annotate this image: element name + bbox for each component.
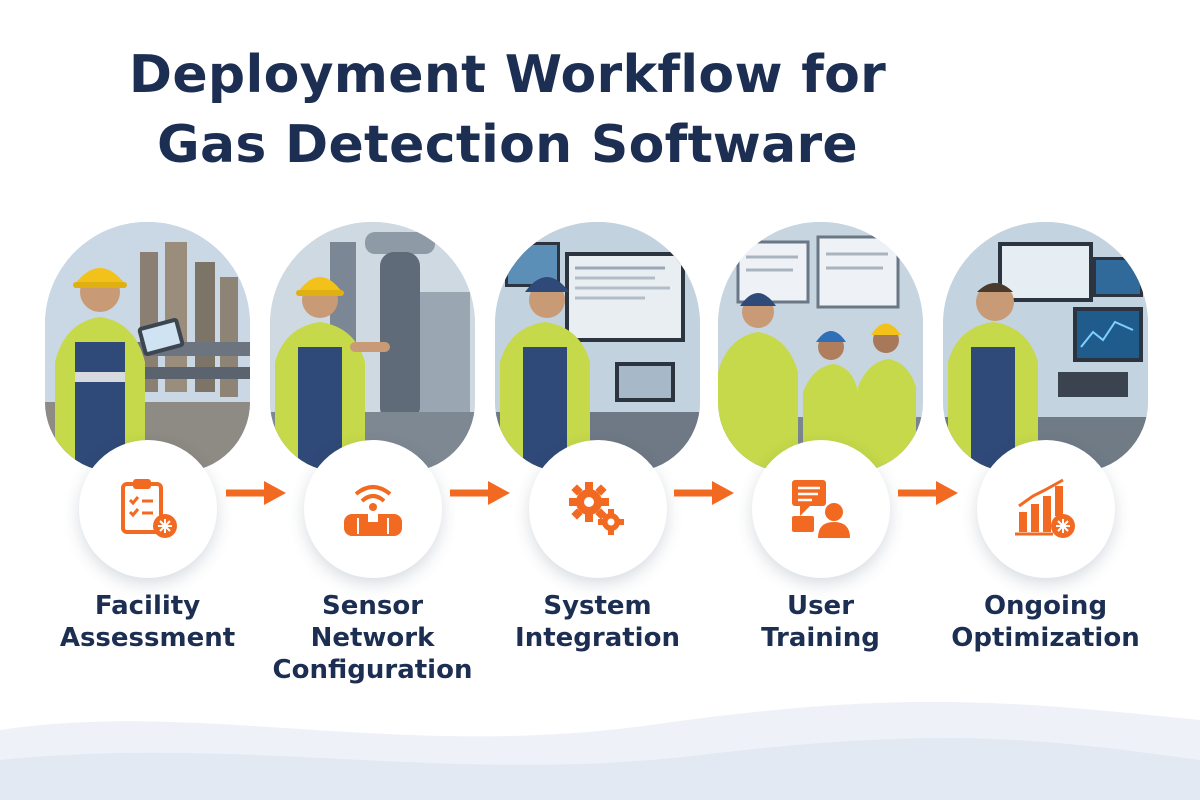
bar-chart-gear-icon <box>1015 478 1075 538</box>
facility-assessment-badge <box>79 440 217 578</box>
label-line: Configuration <box>272 655 473 685</box>
label-line: Training <box>761 623 880 653</box>
ongoing-optimization-badge <box>977 440 1115 578</box>
label-line: Network <box>310 623 435 653</box>
title-line-2: Gas Detection Software <box>156 115 859 175</box>
label-line: User <box>786 591 855 621</box>
arrow-right-icon <box>898 481 958 505</box>
sensor-network-label: Sensor Network Configuration <box>250 590 495 686</box>
step-facility-assessment: Facility Assessment <box>45 222 250 692</box>
wireless-sensor-icon <box>344 485 402 536</box>
system-integration-badge <box>529 440 667 578</box>
ongoing-optimization-label: Ongoing Optimization <box>923 590 1168 654</box>
step-ongoing-optimization: Ongoing Optimization <box>943 222 1148 692</box>
gears-icon <box>569 482 624 535</box>
step-sensor-network-configuration: Sensor Network Configuration <box>270 222 475 692</box>
background-waves <box>0 701 1200 800</box>
title-line-1: Deployment Workflow for <box>128 45 887 105</box>
user-training-photo <box>718 222 923 472</box>
user-training-label: User Training <box>698 590 943 654</box>
arrow-right-icon <box>226 481 286 505</box>
user-training-badge <box>752 440 890 578</box>
label-line: Integration <box>515 623 680 653</box>
chat-user-icon <box>792 480 850 538</box>
step-user-training: User Training <box>718 222 923 692</box>
sensor-network-photo <box>270 222 475 472</box>
label-line: Sensor <box>321 591 424 621</box>
label-line: System <box>543 591 652 621</box>
arrow-right-icon <box>450 481 510 505</box>
page-title: Deployment Workflow for Gas Detection So… <box>0 40 1015 180</box>
label-line: Ongoing <box>983 591 1108 621</box>
system-integration-label: System Integration <box>475 590 720 654</box>
facility-assessment-photo <box>45 222 250 472</box>
step-system-integration: System Integration <box>495 222 700 692</box>
system-integration-photo <box>495 222 700 472</box>
label-line: Optimization <box>951 623 1140 653</box>
ongoing-optimization-photo <box>943 222 1148 472</box>
arrow-right-icon <box>674 481 734 505</box>
facility-assessment-label: Facility Assessment <box>25 590 270 654</box>
label-line: Assessment <box>59 623 236 653</box>
clipboard-checklist-icon <box>121 479 177 538</box>
label-line: Facility <box>94 591 201 621</box>
sensor-network-badge <box>304 440 442 578</box>
